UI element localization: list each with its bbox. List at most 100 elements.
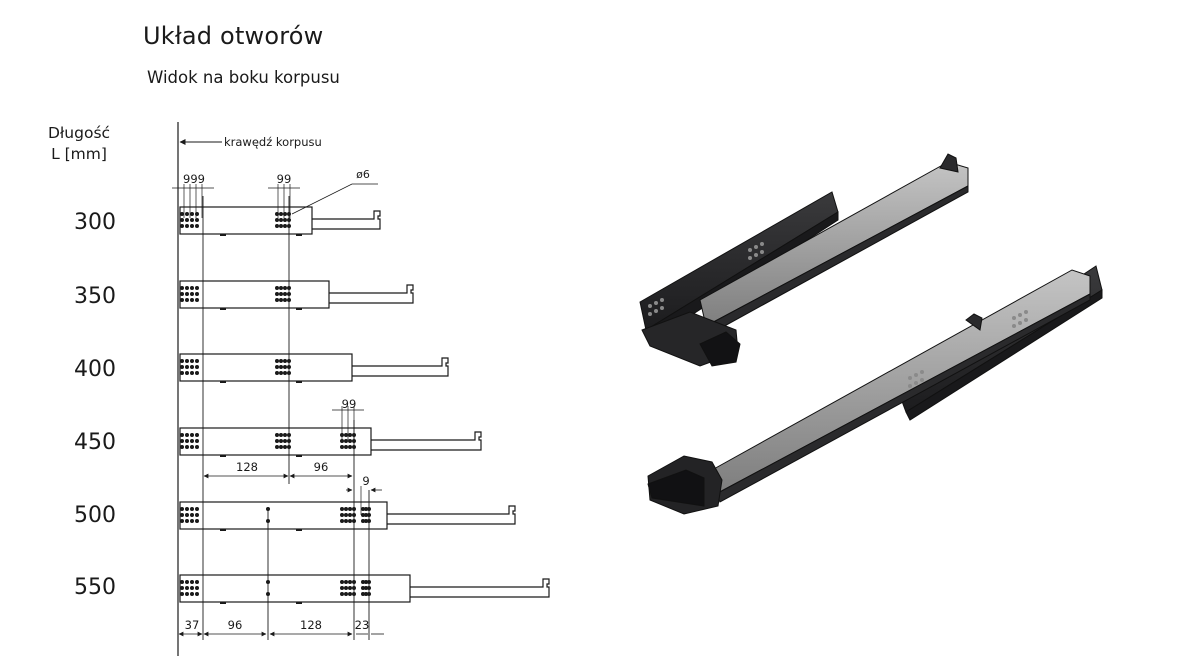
mounting-hole (340, 507, 344, 511)
slide-body (179, 501, 388, 530)
length-header-line2: L [mm] (51, 145, 107, 163)
mounting-hole (190, 365, 194, 369)
mounting-hole (190, 439, 194, 443)
mounting-hole (195, 298, 199, 302)
mounting-hole (190, 292, 194, 296)
upper-slide (639, 153, 969, 367)
slide-row-350 (179, 280, 414, 310)
mounting-hole (275, 371, 279, 375)
mounting-hole (279, 445, 283, 449)
mounting-hole (287, 298, 291, 302)
mounting-hole (195, 224, 199, 228)
slide-body (179, 427, 372, 456)
mounting-hole (287, 433, 291, 437)
mounting-hole (185, 212, 189, 216)
slide-extension (410, 578, 550, 598)
page-title: Układ otworów (143, 22, 324, 50)
mounting-hole (352, 507, 356, 511)
mounting-hole (190, 286, 194, 290)
slide-row-450 (179, 427, 482, 457)
dim-bottom-37: 37 (184, 618, 200, 632)
mounting-hole (344, 586, 348, 590)
mounting-hole (180, 513, 184, 517)
mounting-hole (266, 592, 270, 596)
length-label-550: 550 (74, 575, 116, 600)
mounting-hole (283, 433, 287, 437)
mounting-hole (185, 365, 189, 369)
mounting-hole (185, 580, 189, 584)
mounting-hole (275, 224, 279, 228)
mounting-hole (185, 513, 189, 517)
mounting-hole (180, 292, 184, 296)
mounting-hole (185, 519, 189, 523)
mounting-hole (283, 298, 287, 302)
mounting-hole (180, 371, 184, 375)
mounting-hole (352, 519, 356, 523)
mounting-hole (185, 445, 189, 449)
mounting-hole (185, 433, 189, 437)
mounting-hole (348, 592, 352, 596)
mounting-hole (279, 433, 283, 437)
mounting-hole (180, 445, 184, 449)
mounting-hole (361, 580, 365, 584)
mounting-hole (348, 439, 352, 443)
mounting-hole (275, 445, 279, 449)
mounting-hole (195, 439, 199, 443)
mounting-hole (348, 513, 352, 517)
mounting-hole (190, 212, 194, 216)
mounting-hole (340, 519, 344, 523)
mounting-hole (348, 507, 352, 511)
mounting-hole (279, 218, 283, 222)
slide-extension (352, 357, 449, 377)
length-column-header: Długość L [mm] (36, 123, 122, 165)
mounting-hole (279, 359, 283, 363)
mounting-hole (180, 298, 184, 302)
mounting-hole (340, 586, 344, 590)
dim-span-96: 96 (313, 460, 329, 474)
mounting-hole (352, 439, 356, 443)
mounting-hole (180, 224, 184, 228)
mounting-hole (287, 445, 291, 449)
mounting-hole (195, 586, 199, 590)
mounting-hole (367, 507, 371, 511)
mounting-hole (190, 507, 194, 511)
mounting-hole (185, 439, 189, 443)
dim-offset-9: 9 (362, 474, 370, 488)
length-label-400: 400 (74, 357, 116, 382)
mounting-hole (283, 292, 287, 296)
slide-extension (312, 210, 381, 230)
mounting-hole (344, 433, 348, 437)
mounting-hole (361, 586, 365, 590)
mounting-hole (352, 586, 356, 590)
length-label-450: 450 (74, 430, 116, 455)
mounting-hole (340, 513, 344, 517)
mounting-hole (180, 218, 184, 222)
mounting-hole (190, 513, 194, 517)
mounting-hole (185, 507, 189, 511)
mounting-hole (195, 507, 199, 511)
mounting-hole (344, 580, 348, 584)
mounting-hole (185, 224, 189, 228)
mounting-hole (283, 439, 287, 443)
mounting-hole (180, 212, 184, 216)
mounting-hole (348, 586, 352, 590)
length-label-350: 350 (74, 284, 116, 309)
mounting-hole (190, 580, 194, 584)
mounting-hole (279, 212, 283, 216)
mounting-hole (275, 298, 279, 302)
mounting-hole (195, 292, 199, 296)
mounting-hole (279, 298, 283, 302)
mounting-hole (361, 519, 365, 523)
mounting-hole (180, 439, 184, 443)
mounting-hole (275, 359, 279, 363)
mounting-hole (190, 298, 194, 302)
mounting-hole (190, 224, 194, 228)
mounting-hole (287, 292, 291, 296)
length-label-300: 300 (74, 210, 116, 235)
mounting-hole (283, 359, 287, 363)
slide-row-500 (179, 501, 516, 531)
mounting-hole (195, 212, 199, 216)
mounting-hole (364, 580, 368, 584)
dim-diameter: ø6 (356, 168, 370, 181)
